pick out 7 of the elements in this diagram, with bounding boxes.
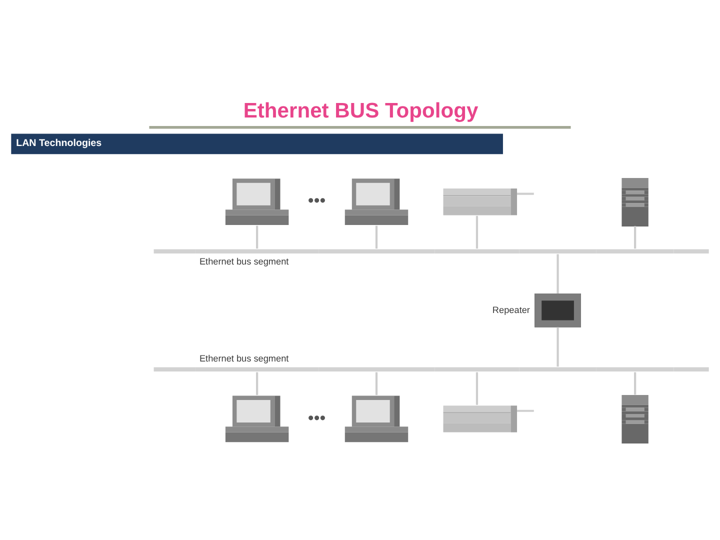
diagram-title: Ethernet BUS Topology <box>243 100 478 123</box>
label: ••• <box>308 191 326 210</box>
node-label: Ethernet bus segment <box>199 256 289 266</box>
label: LAN Technologies <box>16 138 102 150</box>
node-label: Repeater <box>492 304 530 315</box>
node-label: Ethernet bus segment <box>199 353 289 364</box>
label: ••• <box>308 408 326 428</box>
